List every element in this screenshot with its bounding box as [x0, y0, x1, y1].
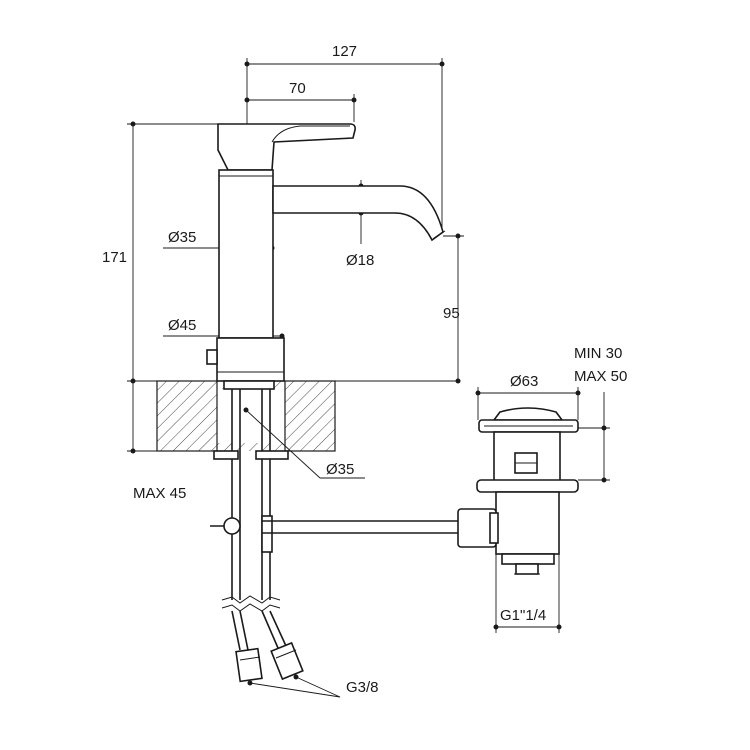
hose-nut-right [270, 641, 304, 681]
label-total-height: 171 [102, 249, 127, 266]
dimension-labels: 127 70 171 Ø35 Ø18 Ø45 95 Ø35 MAX 45 Ø63… [102, 43, 627, 696]
label-handle-reach: 70 [289, 80, 306, 97]
label-hose-thread: G3/8 [346, 679, 379, 696]
spout [272, 185, 444, 242]
label-waste-min: MIN 30 [574, 345, 622, 362]
label-spout-diameter: Ø18 [346, 252, 374, 269]
label-waste-thread: G1"1/4 [500, 607, 546, 624]
label-total-reach: 127 [332, 43, 357, 60]
countertop-section [156, 380, 336, 452]
label-waste-diameter: Ø63 [510, 373, 538, 390]
waste-plug [492, 407, 564, 421]
label-base-diameter: Ø45 [168, 317, 196, 334]
label-max-deck: MAX 45 [133, 485, 186, 502]
label-hole-diameter: Ø35 [326, 461, 354, 478]
waste-assembly [457, 407, 579, 600]
label-spout-height: 95 [443, 305, 460, 322]
faucet-body [218, 169, 274, 339]
lever-handle [217, 123, 356, 171]
under-counter-assembly [210, 389, 460, 683]
faucet [206, 123, 446, 390]
label-body-diameter: Ø35 [168, 229, 196, 246]
popup-knob [206, 349, 218, 365]
hose-nut-left [235, 647, 263, 683]
faucet-base [216, 337, 285, 382]
label-waste-max: MAX 50 [574, 368, 627, 385]
